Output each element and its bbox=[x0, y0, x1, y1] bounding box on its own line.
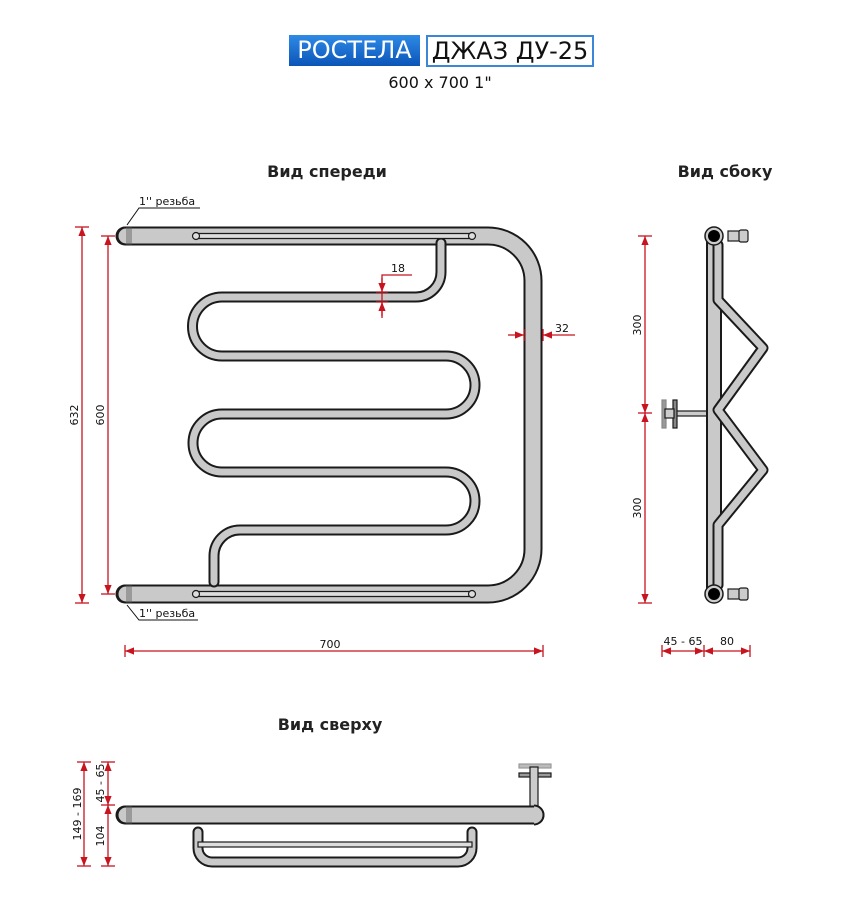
dim-45-65-top: 45 - 65 bbox=[94, 764, 107, 803]
brand-logo: РОСТЕЛА bbox=[289, 35, 420, 66]
thread-label-bottom: 1'' резьба bbox=[139, 607, 195, 620]
dim-80: 80 bbox=[720, 635, 734, 648]
dim-300-lower: 300 bbox=[631, 498, 644, 519]
dim-104: 104 bbox=[94, 826, 107, 847]
dim-300-upper: 300 bbox=[631, 315, 644, 336]
front-view-title: Вид спереди bbox=[267, 162, 387, 181]
dim-45-65-side: 45 - 65 bbox=[664, 635, 703, 648]
front-view: 1'' резьба 1'' резьба 632 600 700 18 32 bbox=[68, 195, 575, 657]
dim-700: 700 bbox=[320, 638, 341, 651]
model-size: 600 x 700 1" bbox=[388, 73, 492, 92]
top-view-title: Вид сверху bbox=[278, 715, 383, 734]
dim-632: 632 bbox=[68, 405, 81, 426]
dim-600: 600 bbox=[94, 405, 107, 426]
top-view: 149 - 169 45 - 65 104 bbox=[71, 761, 552, 868]
dim-32: 32 bbox=[555, 322, 569, 335]
model-name: ДЖАЗ ДУ-25 bbox=[426, 35, 594, 67]
thread-label-top: 1'' резьба bbox=[139, 195, 195, 208]
dim-18: 18 bbox=[391, 262, 405, 275]
side-view-title: Вид сбоку bbox=[678, 162, 773, 181]
dim-149-169: 149 - 169 bbox=[71, 788, 84, 841]
side-view: 300 300 45 - 65 80 bbox=[631, 226, 769, 657]
